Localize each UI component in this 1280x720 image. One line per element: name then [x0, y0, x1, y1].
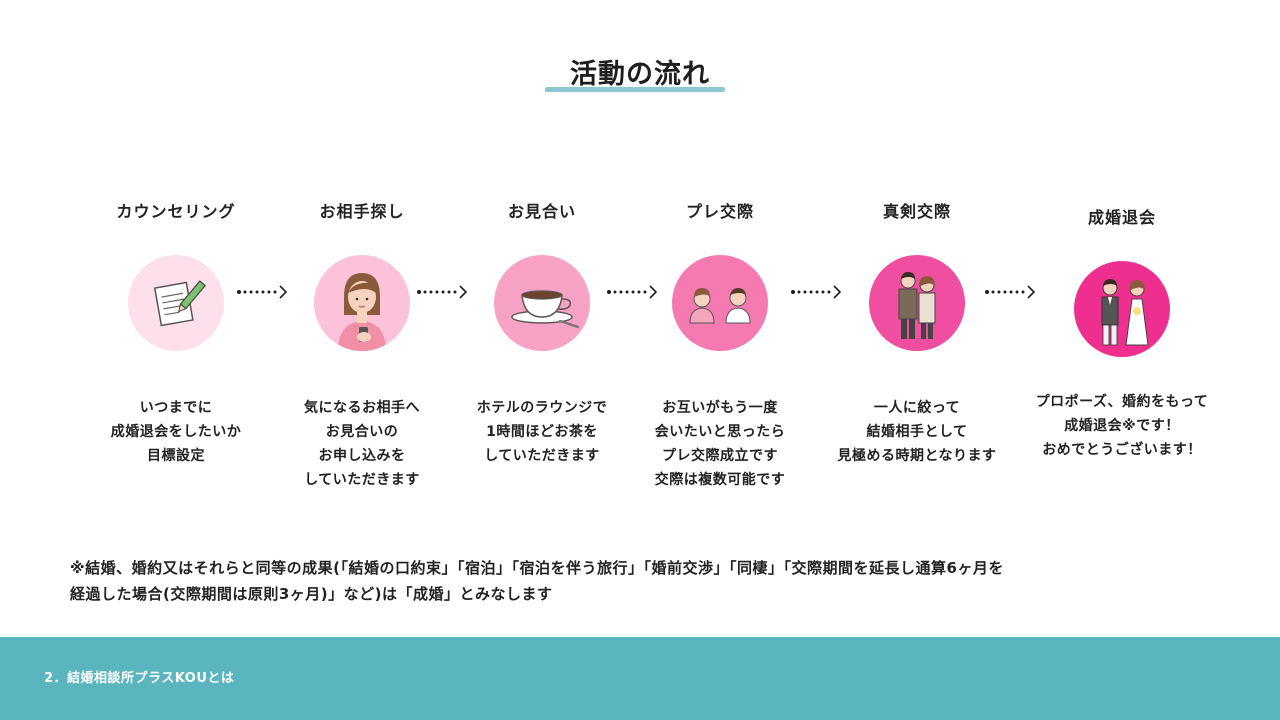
step-circle	[494, 255, 590, 351]
step-description: プロポーズ、婚約をもって 成婚退会※です！ おめでとうございます！	[1035, 394, 1209, 458]
step-label: 真剣交際	[882, 202, 951, 221]
step-circle	[128, 255, 224, 351]
step-label: お見合い	[507, 202, 576, 221]
flow-arrow	[606, 283, 658, 301]
coffee-cup-icon	[511, 290, 580, 329]
notepad-pen-icon	[153, 280, 206, 327]
step-circle	[672, 255, 768, 351]
bride-groom-icon	[1101, 279, 1149, 346]
footer-bar: 2．結婚相談所プラスKOUとは	[0, 637, 1280, 720]
couple-standing-icon	[898, 272, 936, 339]
step-description: いつまでに 成婚退会をしたいか 目標設定	[110, 400, 242, 464]
step-label: カウンセリング	[116, 202, 236, 221]
woman-smartphone-icon	[338, 273, 386, 351]
step-description: 気になるお相手へ お見合いの お申し込みを していただきます	[304, 400, 420, 488]
step-label: プレ交際	[685, 202, 754, 221]
step-circle	[1074, 261, 1170, 357]
flow-arrow	[790, 283, 842, 301]
step-label: お相手探し	[319, 202, 405, 221]
step-description: お互いがもう一度 会いたいと思ったら プレ交際成立です 交際は複数可能です	[654, 400, 786, 488]
title-underline	[545, 87, 725, 92]
flow-arrow	[416, 283, 468, 301]
couple-talking-icon	[689, 288, 751, 324]
step-description: ホテルのラウンジで 1時間ほどお茶を していただきます	[476, 400, 608, 464]
step-circle	[869, 255, 965, 351]
flow-arrow	[984, 283, 1036, 301]
page-title: 活動の流れ	[570, 59, 710, 90]
step-description: 一人に絞って 結婚相手として 見極める時期となります	[837, 400, 997, 464]
step-circle	[314, 255, 410, 351]
flow-arrow	[236, 283, 288, 301]
step-label: 成婚退会	[1087, 208, 1156, 227]
footnote: ※結婚、婚約又はそれらと同等の成果(「結婚の口約束」「宿泊」「宿泊を伴う旅行」「…	[70, 559, 1004, 603]
footer-text: 2．結婚相談所プラスKOUとは	[44, 671, 235, 686]
